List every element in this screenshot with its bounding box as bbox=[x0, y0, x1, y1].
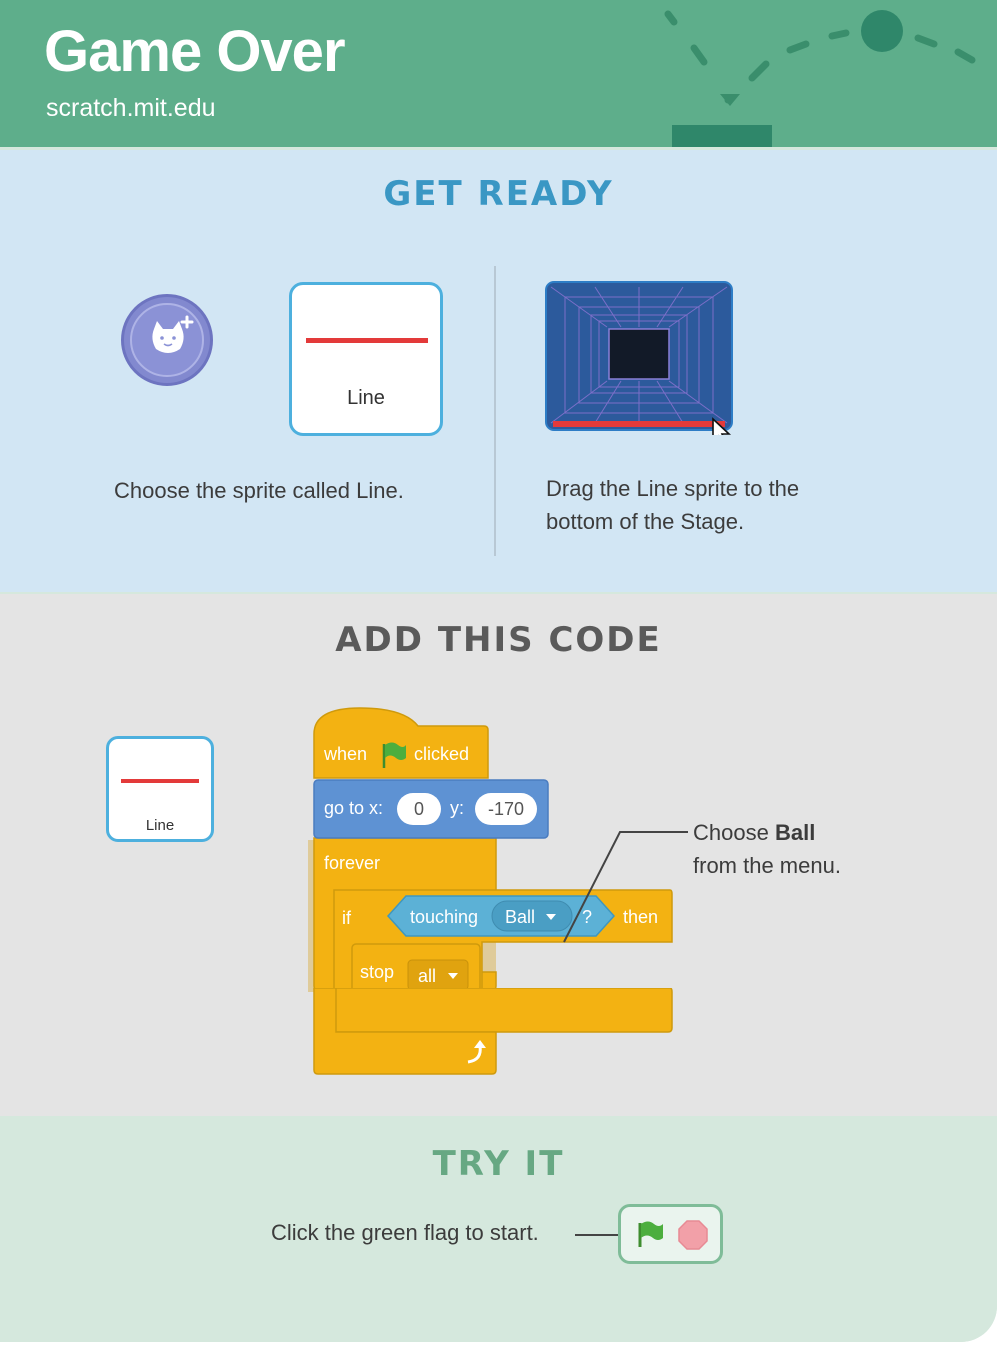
card-url[interactable]: scratch.mit.edu bbox=[46, 94, 216, 122]
step2-text-line2: bottom of the Stage. bbox=[546, 509, 745, 534]
add-code-section: ADD THIS CODE Line when clicked bbox=[0, 594, 997, 1116]
stop-sign-icon[interactable] bbox=[677, 1219, 709, 1251]
callout-text: Choose Ball from the menu. bbox=[693, 816, 841, 882]
forever-label: forever bbox=[324, 853, 380, 873]
choose-sprite-button[interactable] bbox=[121, 294, 213, 386]
get-ready-section: GET READY Line Choose the sprite called … bbox=[0, 150, 997, 592]
callout-prefix: Choose bbox=[693, 820, 775, 845]
clicked-label: clicked bbox=[414, 744, 469, 764]
try-it-heading: TRY IT bbox=[432, 1144, 565, 1184]
add-code-heading: ADD THIS CODE bbox=[335, 620, 662, 660]
callout-line bbox=[563, 831, 688, 943]
bouncing-ball-illustration bbox=[664, 10, 976, 147]
question-mark: ? bbox=[582, 907, 592, 927]
x-value: 0 bbox=[414, 799, 424, 819]
loop-arrow-icon bbox=[467, 1045, 482, 1064]
then-label: then bbox=[623, 907, 658, 927]
get-ready-heading: GET READY bbox=[383, 174, 614, 214]
stop-label: stop bbox=[360, 962, 394, 982]
green-flag-icon[interactable] bbox=[635, 1219, 667, 1251]
try-it-text: Click the green flag to start. bbox=[271, 1220, 539, 1245]
touching-label: touching bbox=[410, 907, 478, 927]
section-divider bbox=[494, 266, 496, 556]
if-label: if bbox=[342, 908, 352, 928]
stage-preview[interactable] bbox=[545, 281, 733, 435]
goto-label: go to x: bbox=[324, 798, 383, 818]
run-controls bbox=[618, 1204, 723, 1264]
line-sprite-tile[interactable]: Line bbox=[289, 282, 443, 436]
dropdown-arrow-icon bbox=[546, 914, 556, 920]
card-header: Game Over scratch.mit.edu bbox=[0, 0, 997, 147]
y-value-field[interactable] bbox=[475, 793, 537, 825]
line-sprite-thumbnail-small bbox=[121, 779, 199, 783]
step1-text: Choose the sprite called Line. bbox=[114, 478, 404, 503]
line-sprite-label-small: Line bbox=[145, 817, 175, 834]
green-flag-icon bbox=[382, 742, 406, 768]
callout-line2: from the menu. bbox=[693, 853, 841, 878]
step2-text-line1: Drag the Line sprite to the bbox=[546, 476, 800, 501]
pointer-line bbox=[575, 1234, 621, 1236]
line-sprite-label: Line bbox=[347, 387, 385, 409]
y-label: y: bbox=[450, 798, 464, 818]
forever-block-bottom bbox=[313, 988, 497, 1075]
cat-plus-icon bbox=[152, 315, 194, 353]
callout-bold: Ball bbox=[774, 820, 816, 845]
x-value-field[interactable] bbox=[397, 793, 441, 825]
choose-sprite-button-face bbox=[130, 303, 204, 377]
touching-dropdown[interactable] bbox=[491, 900, 573, 932]
line-sprite-tile-small[interactable]: Line bbox=[106, 736, 214, 842]
code-script: when clicked go to x: 0 y: -170 forever … bbox=[308, 707, 673, 992]
when-flag-clicked-block[interactable] bbox=[313, 707, 489, 779]
mouse-cursor-icon bbox=[712, 417, 732, 435]
if-block-bottom bbox=[333, 988, 673, 1033]
stop-dropdown-value: all bbox=[418, 966, 436, 986]
when-label: when bbox=[323, 744, 367, 764]
touching-dropdown-value: Ball bbox=[505, 907, 535, 927]
try-it-section: TRY IT Click the green flag to start. bbox=[0, 1118, 997, 1342]
stop-dropdown[interactable] bbox=[407, 959, 469, 991]
card-title: Game Over bbox=[44, 19, 346, 84]
dropdown-arrow-icon bbox=[448, 973, 458, 979]
y-value: -170 bbox=[488, 799, 524, 819]
code-script-bottom bbox=[313, 988, 673, 1075]
line-sprite-thumbnail bbox=[306, 338, 428, 343]
